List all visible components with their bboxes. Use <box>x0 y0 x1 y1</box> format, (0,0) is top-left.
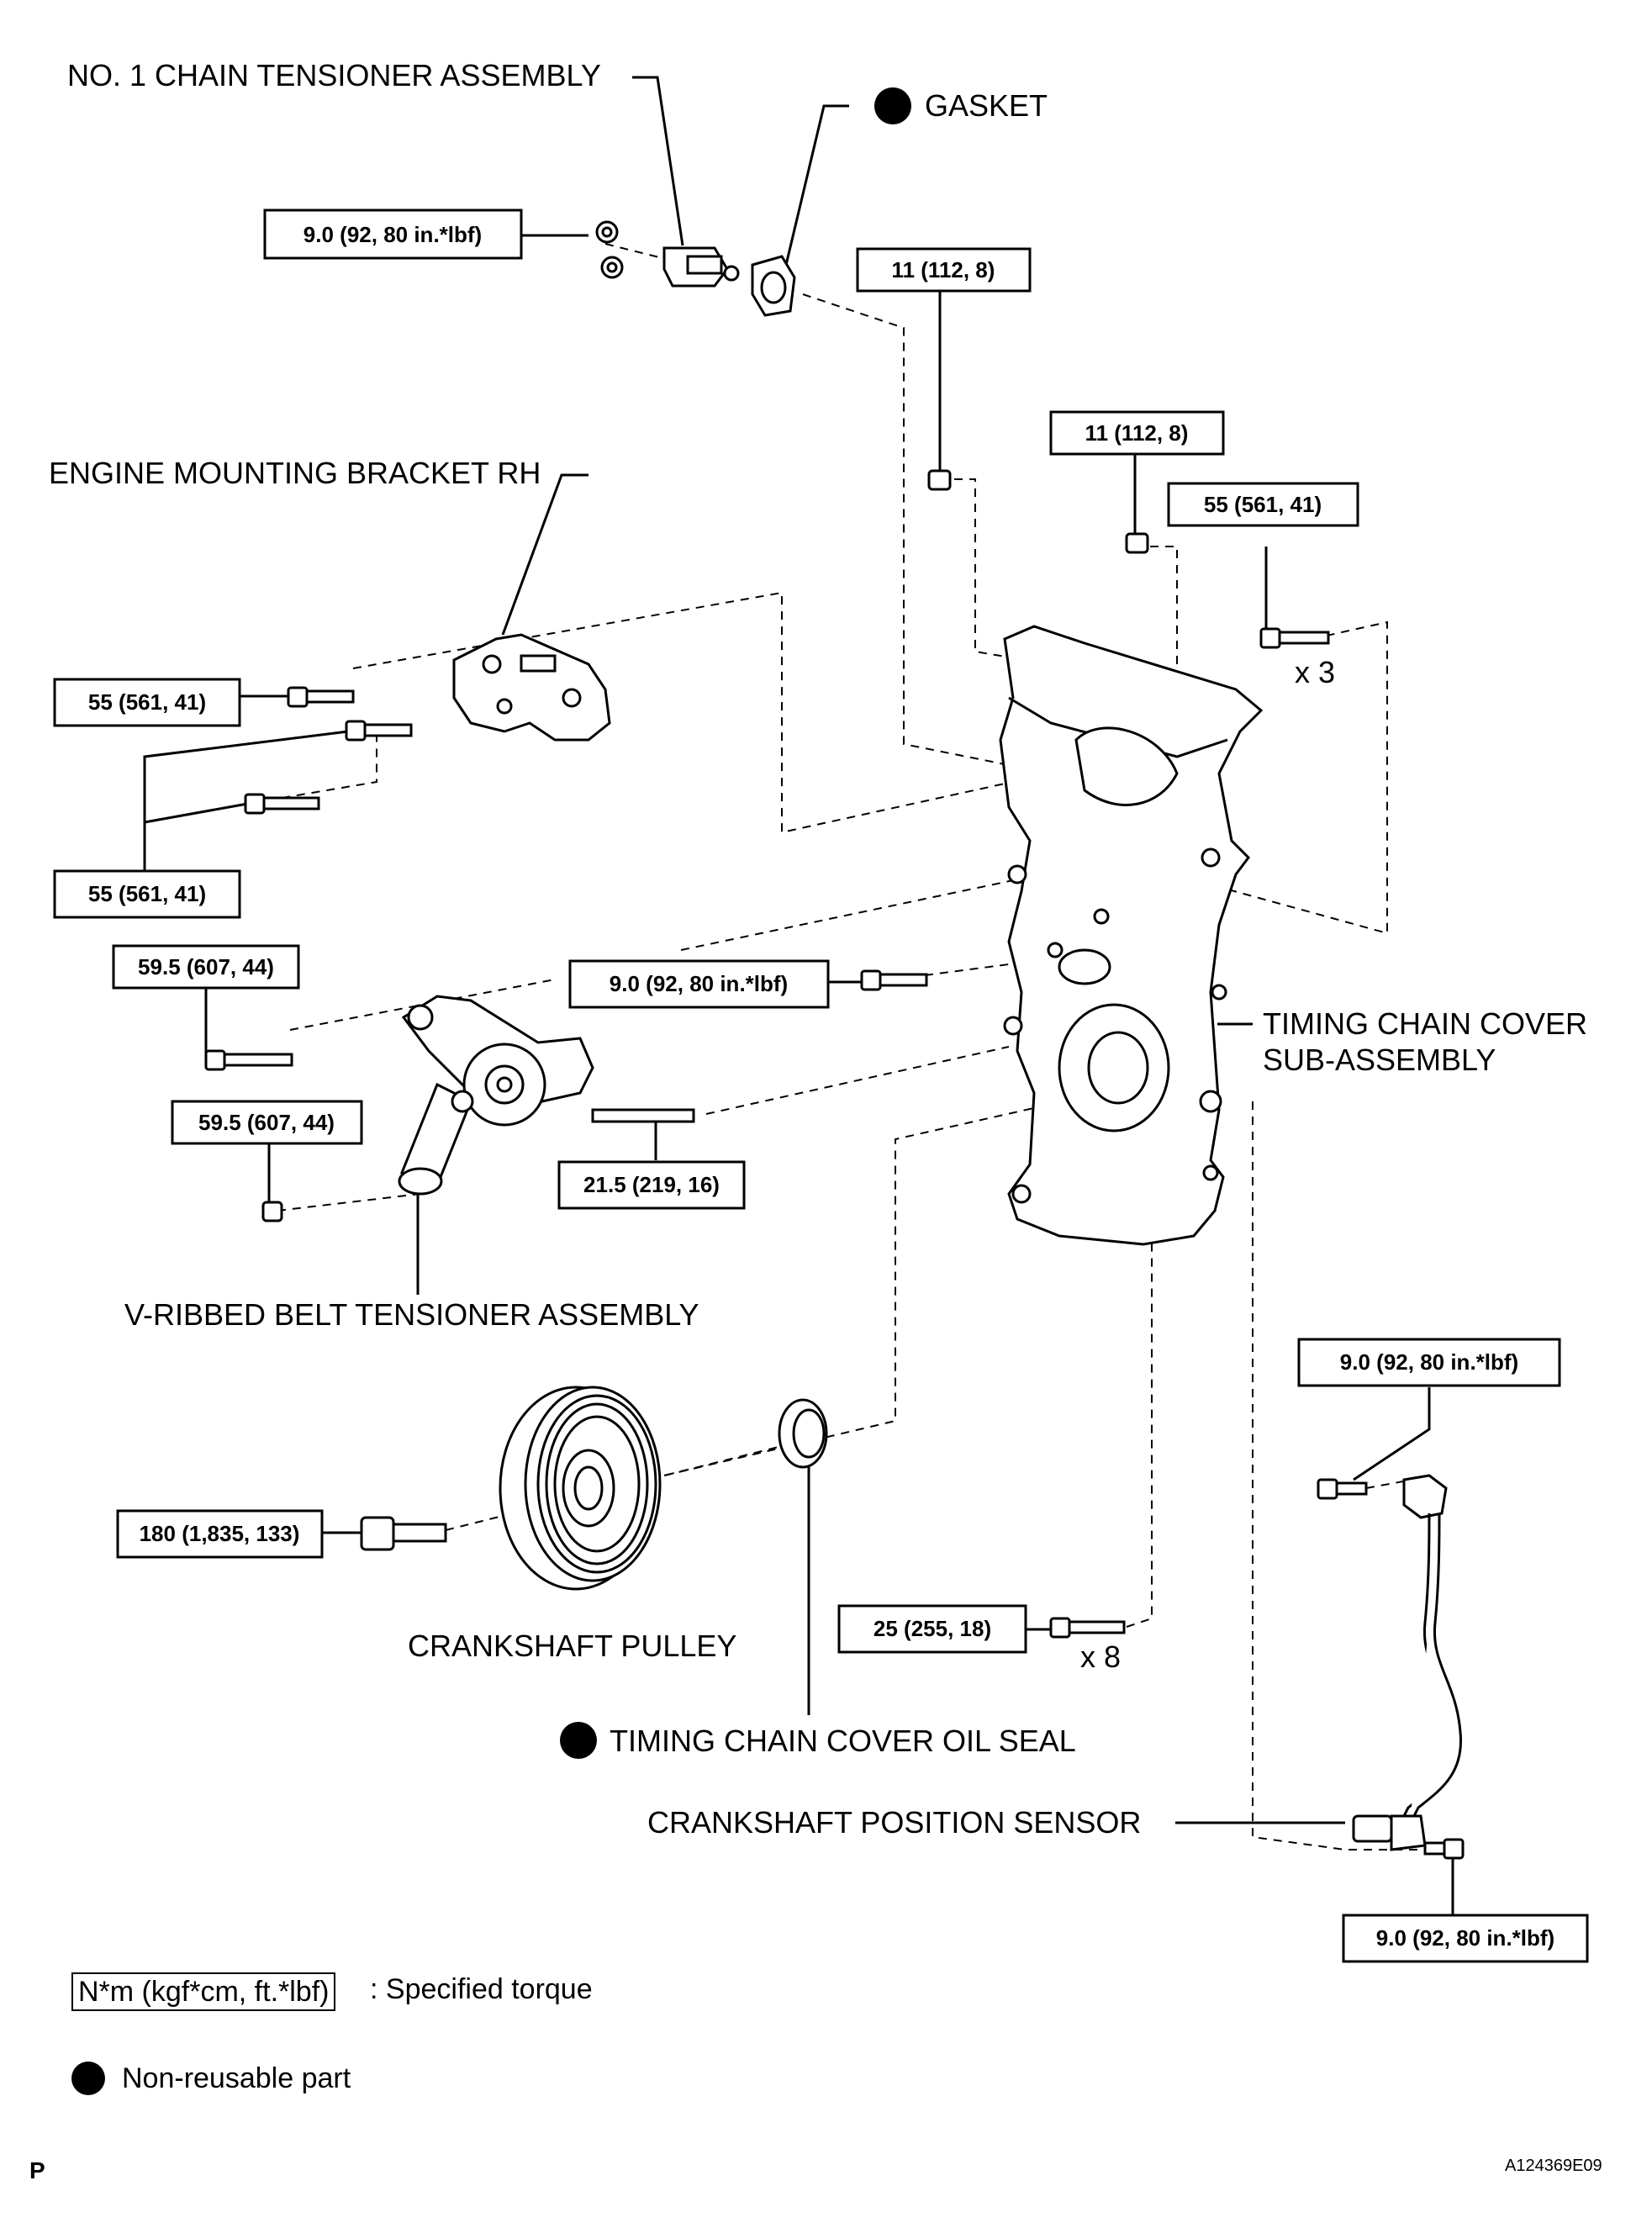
footer-p: P <box>29 2157 45 2183</box>
leader-chain-tensioner <box>632 76 684 246</box>
legend-nonreusable: Non-reusable part <box>122 2062 351 2094</box>
leader-gasket <box>784 104 849 266</box>
torque-55-bracket-bottom: 55 (561, 41) <box>88 881 206 906</box>
bolt-55-bracket-mid <box>345 720 413 742</box>
torque-55-bracket-top: 55 (561, 41) <box>88 689 206 715</box>
bolt-9-sensor-bottom <box>1423 1838 1465 1860</box>
nonreusable-dot-gasket <box>874 87 911 124</box>
torque-9-sensor-bottom: 9.0 (92, 80 in.*lbf) <box>1376 1925 1554 1951</box>
bolt-25 <box>1049 1617 1126 1639</box>
nut-595b <box>261 1201 283 1222</box>
label-vribbed: V-RIBBED BELT TENSIONER ASSEMBLY <box>124 1297 699 1332</box>
bolt-595a <box>204 1049 293 1071</box>
bolt-9-cover <box>860 969 928 991</box>
label-x3: x 3 <box>1295 655 1335 689</box>
crankshaft-pulley-part <box>499 1386 662 1591</box>
label-crank-sensor: CRANKSHAFT POSITION SENSOR <box>647 1805 1141 1840</box>
bolt-180 <box>360 1516 447 1551</box>
torque-11a: 11 (112, 8) <box>892 257 995 282</box>
gasket-part <box>751 255 796 317</box>
torque-9-sensor-top: 9.0 (92, 80 in.*lbf) <box>1340 1349 1518 1375</box>
label-timing-cover-2: SUB-ASSEMBLY <box>1263 1043 1496 1077</box>
torque-9-cover: 9.0 (92, 80 in.*lbf) <box>610 971 788 996</box>
torque-55-right: 55 (561, 41) <box>1204 492 1322 517</box>
bolt-55-bracket-low <box>244 793 320 815</box>
nut-11a <box>927 469 952 491</box>
label-gasket: GASKET <box>925 88 1048 123</box>
chain-tensioner-assembly <box>595 220 740 288</box>
crankshaft-position-sensor-part <box>1352 1474 1463 1851</box>
torque-595b: 59.5 (607, 44) <box>198 1110 335 1135</box>
label-oil-seal: TIMING CHAIN COVER OIL SEAL <box>610 1724 1076 1758</box>
torque-180: 180 (1,835, 133) <box>140 1521 300 1546</box>
torque-215: 21.5 (219, 16) <box>583 1172 720 1197</box>
nut-11b <box>1125 532 1149 554</box>
vribbed-tensioner-assembly <box>398 995 594 1196</box>
label-x8: x 8 <box>1080 1639 1121 1674</box>
label-engine-bracket: ENGINE MOUNTING BRACKET RH <box>49 456 541 490</box>
legend-nonreusable-dot <box>71 2062 105 2095</box>
engine-mounting-bracket <box>452 633 611 742</box>
oil-seal-part <box>778 1398 828 1469</box>
torque-11b: 11 (112, 8) <box>1085 420 1189 446</box>
bolt-9-sensor-top <box>1317 1478 1368 1500</box>
torque-tensioner: 9.0 (92, 80 in.*lbf) <box>303 222 482 247</box>
label-chain-tensioner: NO. 1 CHAIN TENSIONER ASSEMBLY <box>67 58 601 92</box>
torque-boxes: 9.0 (92, 80 in.*lbf) 11 (112, 8) 11 (112… <box>53 209 1589 1963</box>
footer-code: A124369E09 <box>1505 2157 1602 2175</box>
torque-595a: 59.5 (607, 44) <box>138 954 274 979</box>
bolt-55-bracket-top <box>287 686 355 708</box>
legend-torque-unit: N*m (kgf*cm, ft.*lbf) <box>78 1976 330 2008</box>
label-pulley: CRANKSHAFT PULLEY <box>408 1629 736 1663</box>
timing-chain-cover <box>999 625 1264 1246</box>
legend-torque-desc: : Specified torque <box>370 1973 593 2005</box>
bolt-55-right <box>1259 627 1330 649</box>
leader-t9-sensor-top <box>1353 1387 1431 1481</box>
leader-t55-bracket-bottom <box>143 728 362 874</box>
stud-215 <box>591 1108 695 1123</box>
torque-25: 25 (255, 18) <box>874 1616 991 1641</box>
label-timing-cover-1: TIMING CHAIN COVER <box>1263 1006 1587 1041</box>
legend-torque-unit-box: N*m (kgf*cm, ft.*lbf) <box>71 1972 336 2011</box>
leader-engine-bracket <box>501 473 588 636</box>
nonreusable-dot-oil-seal <box>560 1722 597 1759</box>
